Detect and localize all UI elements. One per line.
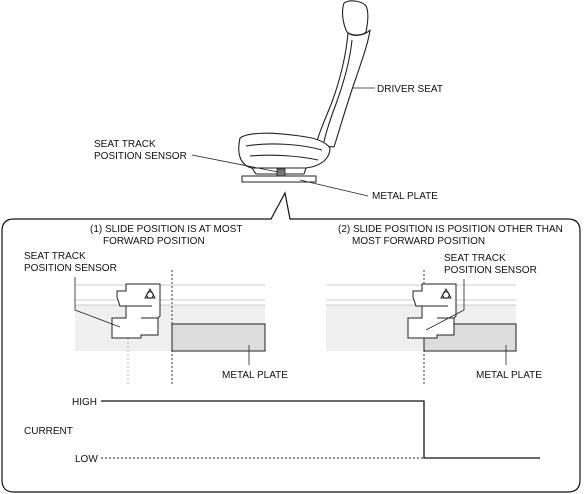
- panel-right-sensor-label-line1: SEAT TRACK: [444, 253, 506, 264]
- panel-right-sensor-leader-2: [425, 309, 465, 331]
- panel-right-title-line1: (2) SLIDE POSITION IS POSITION OTHER THA…: [338, 224, 563, 235]
- driver-seat-illustration: [238, 0, 371, 175]
- panel-right-sensor: [407, 283, 457, 339]
- panel-left-sensor: [111, 283, 161, 339]
- top-metal-plate-leader: [299, 179, 369, 197]
- top-seat-track-sensor: [276, 168, 286, 177]
- panel-right-title-line2: MOST FORWARD POSITION: [352, 236, 485, 247]
- top-metal-plate-label: METAL PLATE: [372, 191, 438, 202]
- signal-low-label: LOW: [75, 454, 98, 465]
- panel-right-sensor-label-line2: POSITION SENSOR: [444, 265, 537, 276]
- top-sensor-label-line2: POSITION SENSOR: [94, 151, 187, 162]
- signal-waveform: [101, 400, 540, 459]
- panel-left-sensor-label-line1: SEAT TRACK: [24, 251, 86, 262]
- panel-left-metal-plate-label: METAL PLATE: [222, 370, 288, 381]
- panel-left-title-line1: (1) SLIDE POSITION IS AT MOST: [90, 224, 242, 235]
- signal-high-label: HIGH: [72, 397, 97, 408]
- top-sensor-leader: [191, 154, 279, 173]
- signal-axis-label: CURRENT: [24, 426, 73, 437]
- panel-right-metal-plate-label: METAL PLATE: [476, 370, 542, 381]
- panel-left-sensor-leader-2: [74, 309, 121, 328]
- top-sensor-label-line1: SEAT TRACK: [94, 139, 156, 150]
- panel-left-sensor-label-line2: POSITION SENSOR: [24, 263, 117, 274]
- callout-panel: [1, 191, 581, 493]
- driver-seat-label: DRIVER SEAT: [377, 84, 443, 95]
- panel-left-metal-plate: [171, 323, 266, 352]
- panel-left-title-line2: FORWARD POSITION: [103, 236, 205, 247]
